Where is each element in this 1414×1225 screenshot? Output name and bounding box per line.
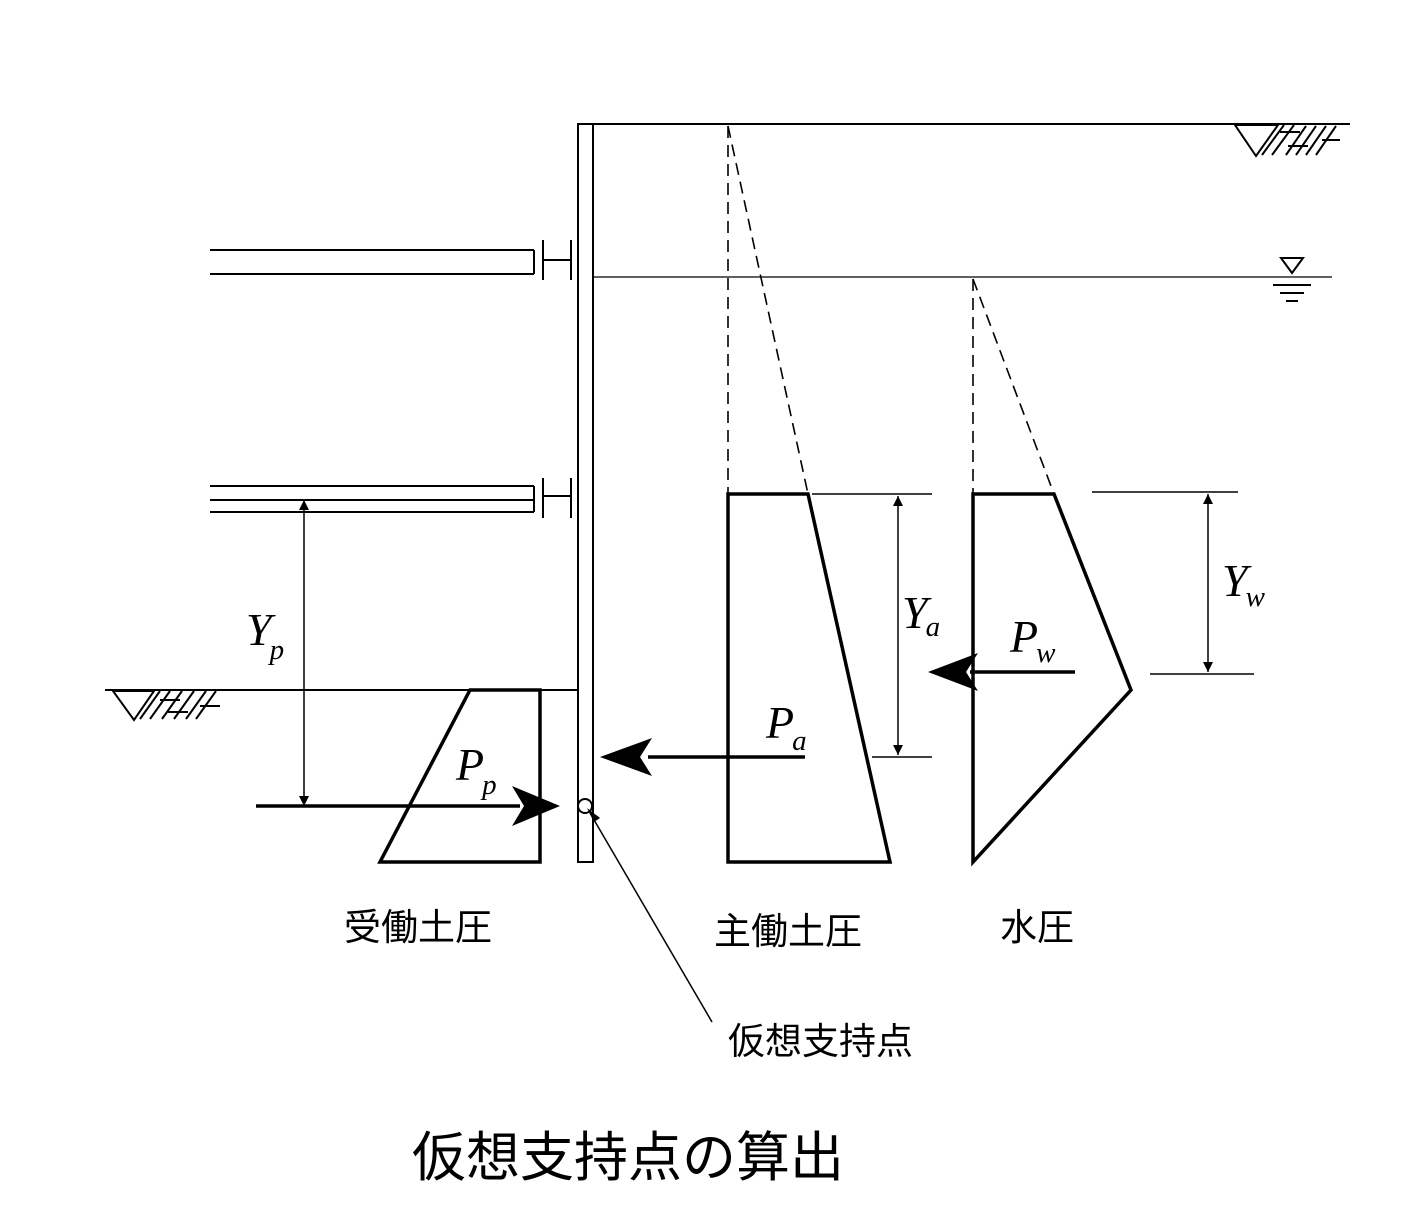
- pa-label: Pa: [765, 697, 807, 757]
- active-pressure-diagram: [726, 125, 893, 864]
- ya-label: Ya: [902, 587, 940, 643]
- pp-arrow: [256, 786, 560, 826]
- pw-arrow: [928, 653, 1075, 691]
- ya-dimension: [812, 493, 932, 758]
- yp-main: Y: [246, 604, 276, 655]
- strut-1-wale-icon: [542, 240, 572, 280]
- passive-pressure-label: 受働土圧: [344, 906, 492, 949]
- yw-sub: w: [1246, 581, 1266, 613]
- pp-main: P: [455, 739, 484, 790]
- yw-label: Yw: [1222, 555, 1266, 613]
- yw-dimension: [1092, 491, 1254, 675]
- ya-main: Y: [902, 587, 932, 638]
- ground-hatch-icon-right: [1233, 124, 1340, 158]
- pp-label: Pp: [455, 739, 497, 801]
- pa-main: P: [765, 697, 794, 748]
- yp-label: Yp: [246, 604, 284, 666]
- water-pressure-label: 水圧: [1000, 906, 1074, 949]
- water-level-icon: [1273, 257, 1311, 302]
- diagram-title: 仮想支持点の算出: [412, 1126, 844, 1189]
- pw-main: P: [1009, 611, 1038, 662]
- yw-main: Y: [1222, 555, 1252, 606]
- ground-hatch-icon-left: [111, 690, 220, 722]
- excavation-bottom: [105, 689, 578, 722]
- strut-2: [210, 478, 572, 518]
- pp-sub: p: [480, 769, 497, 801]
- pw-label: Pw: [1009, 611, 1056, 669]
- retaining-wall: [577, 123, 594, 863]
- retained-ground-surface: [593, 123, 1350, 158]
- active-pressure-label: 主働土圧: [714, 910, 862, 953]
- strut-1: [210, 240, 572, 280]
- yp-sub: p: [268, 634, 285, 666]
- water-pressure-diagram: [971, 278, 1134, 867]
- groundwater-level: [593, 257, 1332, 302]
- pa-sub: a: [792, 725, 807, 757]
- ya-sub: a: [926, 611, 941, 643]
- strut-2-wale-icon: [542, 478, 572, 518]
- virtual-support-point-label: 仮想支持点: [728, 1020, 913, 1063]
- pa-arrow: [600, 738, 805, 776]
- virtual-support-point-leader: [587, 808, 713, 1023]
- pw-sub: w: [1036, 637, 1056, 669]
